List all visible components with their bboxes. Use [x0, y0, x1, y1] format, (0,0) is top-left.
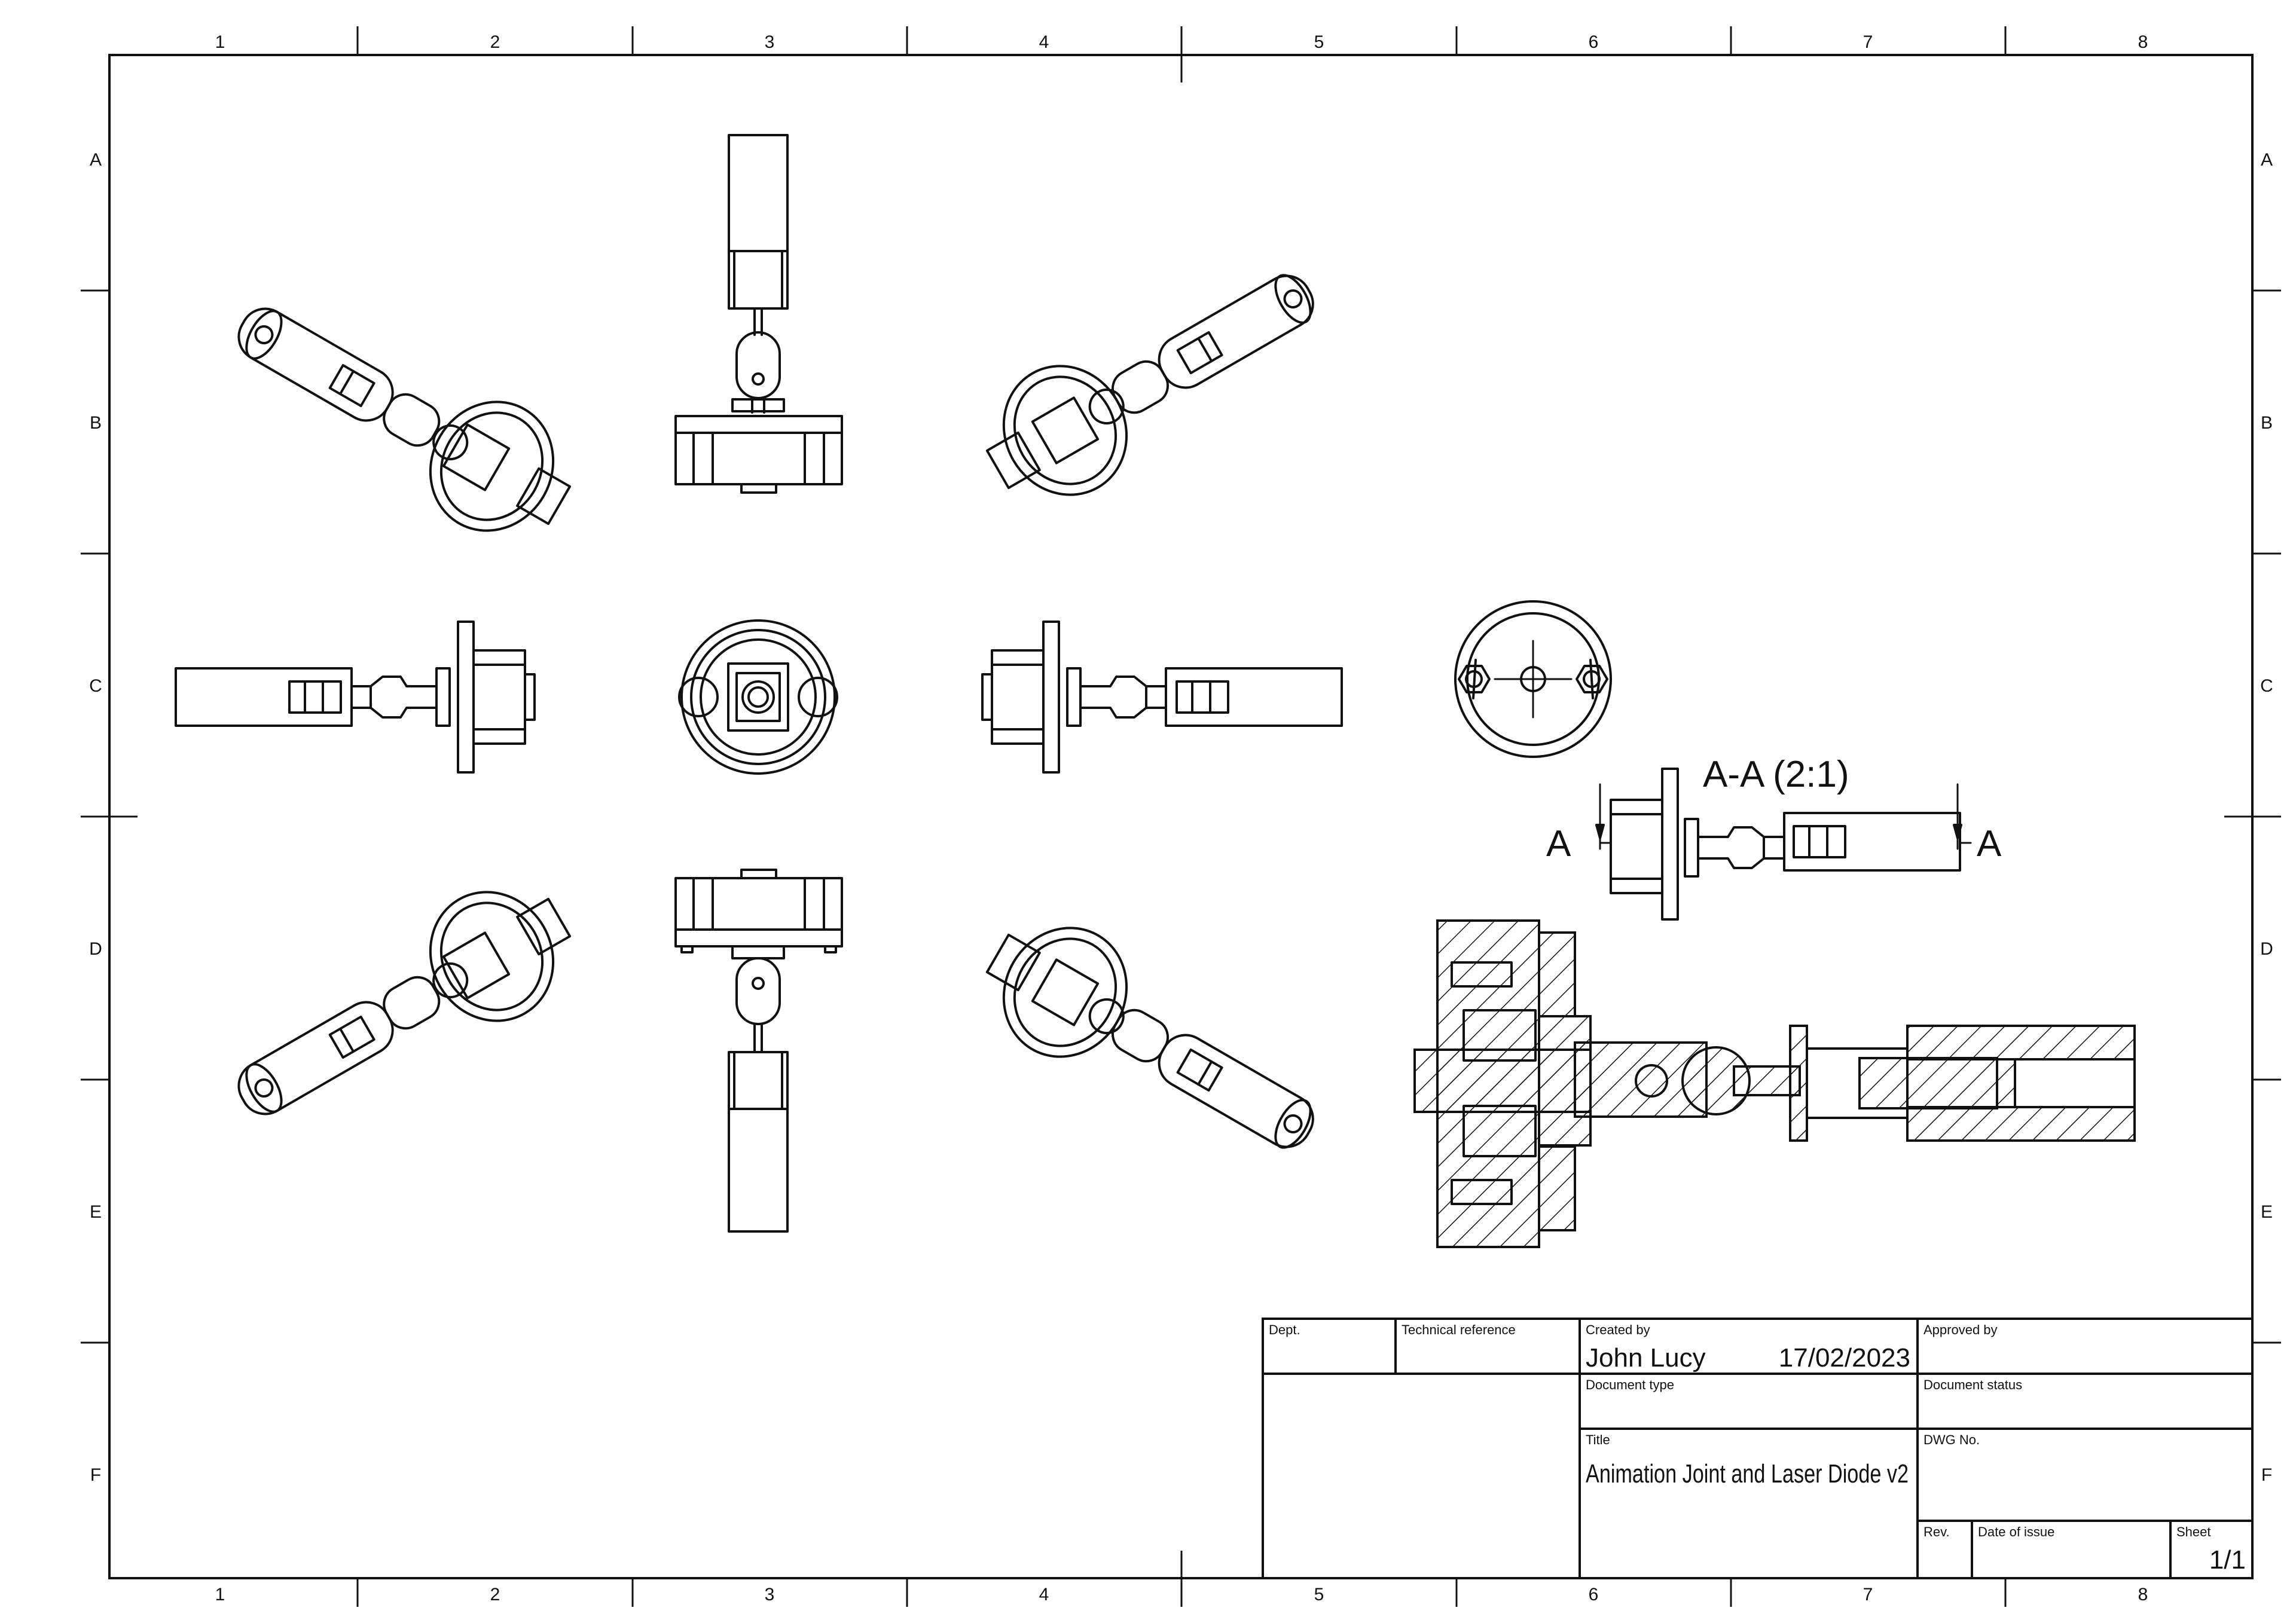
grid-row-labels-right: A B C D E F [2260, 150, 2273, 1485]
svg-text:F: F [2261, 1465, 2272, 1485]
section-marker-left: A [1546, 823, 1571, 864]
svg-text:D: D [89, 939, 102, 959]
tech-ref-label: Technical reference [1402, 1322, 1516, 1337]
section-title: A-A (2:1) [1703, 754, 1849, 795]
grid-row-labels-left: A B C D E F [89, 150, 102, 1485]
svg-text:A: A [90, 150, 102, 170]
svg-text:A: A [2261, 150, 2273, 170]
dept-label: Dept. [1269, 1322, 1300, 1337]
title-block [1262, 1318, 2254, 1579]
svg-text:B: B [90, 413, 102, 433]
sheet-value: 1/1 [2209, 1545, 2246, 1575]
view-end-nuts [1454, 600, 1612, 758]
view-end-center [678, 619, 838, 775]
sheet-label: Sheet [2176, 1524, 2211, 1539]
svg-text:3: 3 [765, 32, 775, 52]
title-label: Title [1586, 1432, 1610, 1447]
view-iso-bottom-right [985, 927, 1314, 1149]
rev-label: Rev. [1923, 1524, 1950, 1539]
svg-text:5: 5 [1314, 32, 1324, 52]
svg-text:6: 6 [1589, 1585, 1599, 1604]
svg-text:7: 7 [1863, 32, 1873, 52]
view-iso-top-right [985, 274, 1314, 496]
svg-text:3: 3 [765, 1585, 775, 1604]
view-side-left [175, 621, 536, 774]
view-iso-bottom-left [237, 891, 572, 1115]
svg-text:6: 6 [1589, 32, 1599, 52]
section-view-a-a [1413, 919, 2136, 1248]
svg-text:4: 4 [1039, 1585, 1049, 1604]
svg-text:C: C [2260, 676, 2273, 696]
svg-text:E: E [90, 1202, 102, 1222]
svg-text:1: 1 [215, 1585, 225, 1604]
created-by-value: John Lucy [1586, 1343, 1706, 1373]
svg-text:2: 2 [490, 1585, 500, 1604]
section-marker-right: A [1977, 823, 2002, 864]
view-front-bottom [674, 869, 843, 1233]
dwg-no-label: DWG No. [1923, 1432, 1980, 1447]
view-front-top [674, 134, 843, 494]
svg-text:2: 2 [490, 32, 500, 52]
svg-text:8: 8 [2138, 1585, 2148, 1604]
view-section-reference [1595, 768, 1972, 921]
svg-text:4: 4 [1039, 32, 1049, 52]
approved-by-label: Approved by [1923, 1322, 1998, 1337]
svg-text:F: F [90, 1465, 101, 1485]
grid-column-labels-top: 1 2 3 4 5 6 7 8 [215, 32, 2148, 52]
created-by-label: Created by [1586, 1322, 1650, 1337]
date-of-issue-label: Date of issue [1978, 1524, 2054, 1539]
svg-text:D: D [2260, 939, 2273, 959]
svg-text:E: E [2261, 1202, 2273, 1222]
doc-type-label: Document type [1586, 1377, 1674, 1392]
svg-text:C: C [89, 676, 102, 696]
svg-text:1: 1 [215, 32, 225, 52]
svg-text:5: 5 [1314, 1585, 1324, 1604]
view-iso-top-left [237, 307, 572, 532]
drawing-title: Animation Joint and Laser Diode v2 [1586, 1459, 1909, 1488]
svg-text:8: 8 [2138, 32, 2148, 52]
svg-text:7: 7 [1863, 1585, 1873, 1604]
doc-status-label: Document status [1923, 1377, 2022, 1392]
grid-ticks [81, 26, 2281, 1607]
created-date-value: 17/02/2023 [1779, 1343, 1910, 1373]
grid-column-labels-bottom: 1 2 3 4 5 6 7 8 [215, 1585, 2148, 1604]
svg-text:B: B [2261, 413, 2273, 433]
view-side-right [981, 621, 1343, 774]
